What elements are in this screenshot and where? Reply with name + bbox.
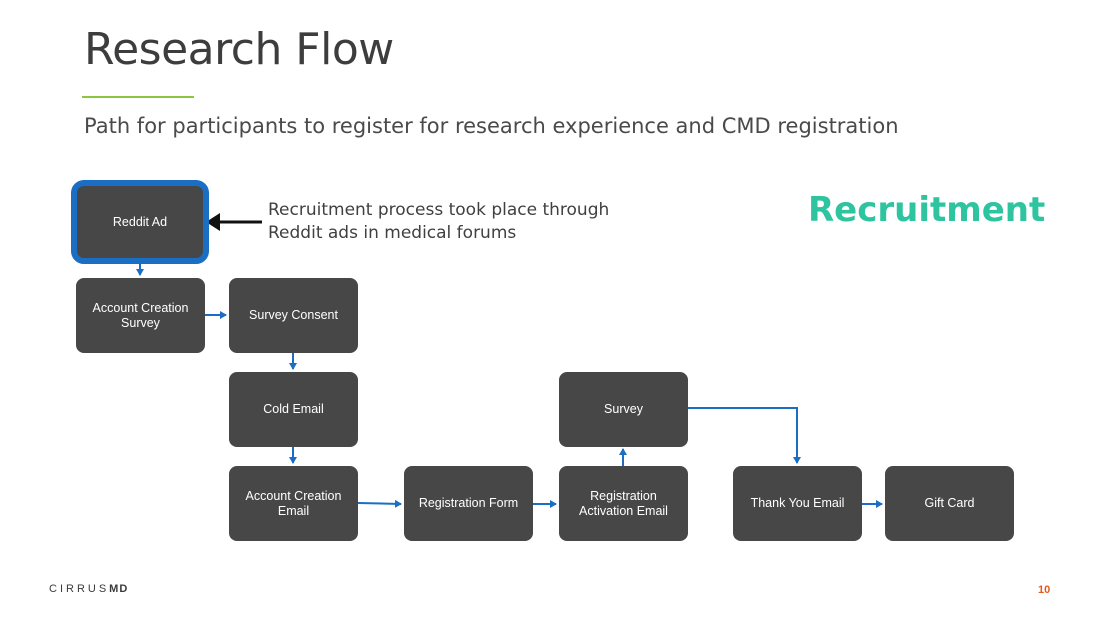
title-underline (82, 96, 194, 98)
page-number: 10 (1038, 584, 1051, 596)
section-label: Recruitment (808, 190, 1046, 230)
node-label-line-2: Activation Email (579, 503, 668, 518)
node-gift-card: Gift Card (885, 466, 1014, 541)
node-cold-email: Cold Email (229, 372, 358, 447)
edge-account-email-to-reg-form (357, 499, 402, 508)
node-account-creation-survey: Account Creation Survey (76, 278, 205, 353)
node-registration-form: Registration Form (404, 466, 533, 541)
logo-text-bold: MD (109, 583, 129, 595)
annotation-arrowhead (206, 213, 220, 231)
slide-subtitle: Path for participants to register for re… (84, 114, 899, 138)
node-label-line-2: Email (277, 503, 310, 518)
node-label: Cold Email (263, 402, 324, 416)
node-survey-consent: Survey Consent (229, 278, 358, 353)
node-registration-activation-email: Registration Activation Email (559, 466, 688, 541)
note-line-1: Recruitment process took place through (268, 200, 610, 220)
logo-text-light: CIRRUS (49, 583, 110, 595)
node-label: Registration Form (418, 496, 519, 510)
company-logo: CIRRUSMD (49, 583, 128, 595)
node-label-line-1: Account Creation (245, 488, 342, 503)
node-survey: Survey (559, 372, 688, 447)
node-label: Survey (604, 402, 643, 416)
node-account-creation-email: Account Creation Email (229, 466, 358, 541)
node-reddit-ad: Reddit Ad (71, 180, 209, 264)
node-label: Thank You Email (750, 496, 845, 510)
edge-survey-to-thank-you (688, 407, 801, 464)
node-label: Survey Consent (249, 308, 338, 322)
node-thank-you-email: Thank You Email (733, 466, 862, 541)
node-label: Reddit Ad (112, 214, 168, 229)
annotation-note: Recruitment process took place through R… (268, 199, 609, 245)
node-label-line-2: Survey (121, 315, 160, 330)
note-line-2: Reddit ads in medical forums (268, 223, 517, 243)
node-label: Gift Card (924, 496, 975, 510)
node-label-line-1: Registration (590, 488, 657, 503)
slide-title: Research Flow (84, 24, 394, 75)
node-label-line-1: Account Creation (92, 300, 189, 315)
